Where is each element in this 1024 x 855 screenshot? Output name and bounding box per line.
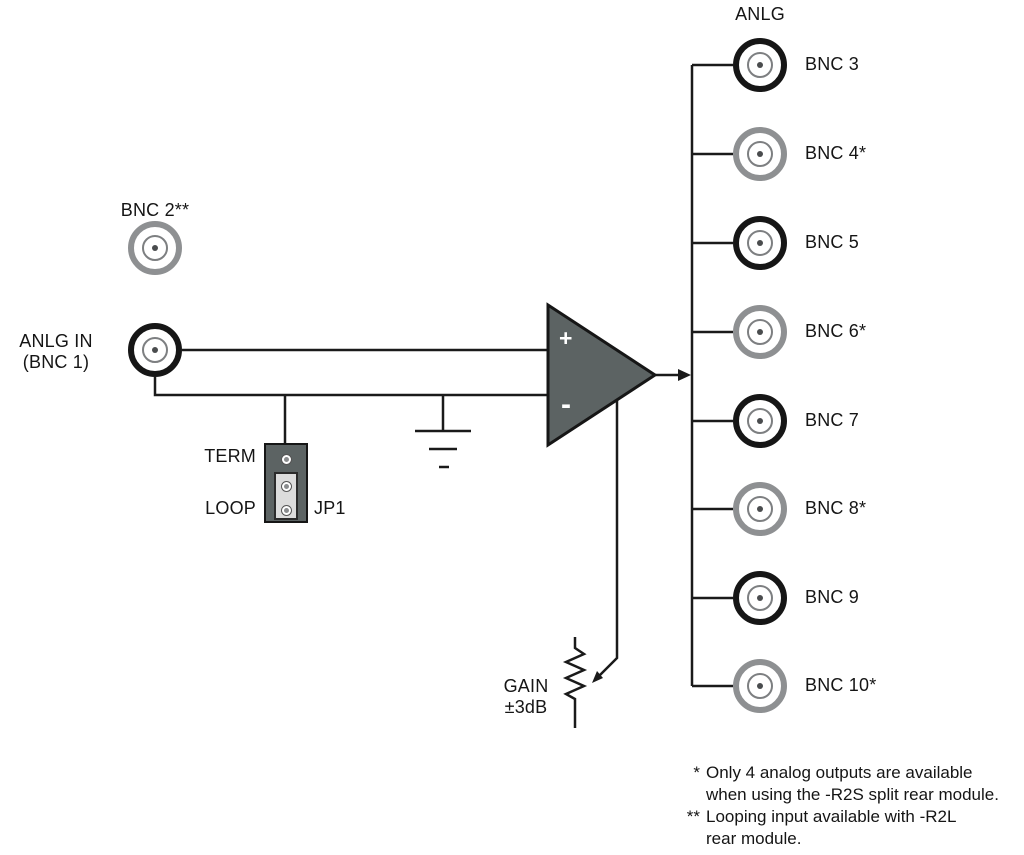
bnc-center-pin	[757, 683, 763, 689]
bnc8-label: BNC 8*	[805, 498, 867, 518]
bnc-center-pin	[757, 329, 763, 335]
bnc-center-pin	[757, 62, 763, 68]
bnc9-label: BNC 9	[805, 587, 860, 607]
jumper-pin-mid	[280, 481, 292, 492]
bnc-inner-ring	[747, 585, 773, 611]
jumper-name-label: JP1	[314, 498, 346, 518]
jumper-term-label: TERM	[204, 446, 256, 466]
footnote-marker: *	[693, 763, 700, 782]
bnc-inner-ring	[747, 496, 773, 522]
footnote-text: Looping input available with -R2L rear m…	[706, 807, 957, 848]
bnc3-connector	[733, 38, 787, 92]
bnc5-label: BNC 5	[805, 232, 860, 252]
anlg-in-label: ANLG IN (BNC 1)	[19, 331, 93, 372]
wire-gain-control	[599, 377, 619, 676]
footnote-r2s: * Only 4 analog outputs are available wh…	[676, 762, 1024, 806]
bnc-inner-ring	[142, 235, 168, 261]
bnc6-label: BNC 6*	[805, 321, 867, 341]
gain-label: GAIN ±3dB	[503, 676, 549, 717]
footnote-text: Only 4 analog outputs are available when…	[706, 763, 999, 804]
bnc-inner-ring	[747, 319, 773, 345]
bnc7-label: BNC 7	[805, 410, 860, 430]
bnc2-label: BNC 2**	[120, 200, 190, 220]
bnc-center-pin	[757, 418, 763, 424]
bnc-center-pin	[757, 595, 763, 601]
bnc-inner-ring	[747, 408, 773, 434]
footnote-r2l: ** Looping input available with -R2L rea…	[676, 806, 1024, 850]
bnc-inner-ring	[142, 337, 168, 363]
bnc1-connector	[128, 323, 182, 377]
bnc-center-pin	[757, 240, 763, 246]
bnc9-connector	[733, 571, 787, 625]
bnc-center-pin	[757, 506, 763, 512]
output-arrowhead	[678, 369, 691, 381]
wires-group	[153, 63, 733, 728]
bnc4-connector	[733, 127, 787, 181]
bnc-inner-ring	[747, 141, 773, 167]
footnote-marker: **	[686, 807, 700, 826]
bnc6-connector	[733, 305, 787, 359]
gain-potentiometer-symbol	[562, 637, 588, 728]
wire-input-minus	[153, 377, 548, 397]
bnc-center-pin	[152, 245, 158, 251]
bnc-inner-ring	[747, 52, 773, 78]
bnc-inner-ring	[747, 673, 773, 699]
amplifier-triangle	[546, 302, 658, 448]
jumper-jp1	[264, 443, 308, 523]
bnc10-connector	[733, 659, 787, 713]
bnc4-label: BNC 4*	[805, 143, 867, 163]
bnc3-label: BNC 3	[805, 54, 860, 74]
footnotes: * Only 4 analog outputs are available wh…	[676, 762, 1024, 850]
amp-plus-sign: +	[559, 325, 573, 351]
bnc7-connector	[733, 394, 787, 448]
jumper-pin-loop	[280, 505, 292, 516]
bnc8-connector	[733, 482, 787, 536]
gain-arrowhead	[592, 671, 603, 683]
bnc2-connector	[128, 221, 182, 275]
bnc10-label: BNC 10*	[805, 675, 877, 695]
jumper-pin-term	[280, 454, 292, 465]
bnc-center-pin	[757, 151, 763, 157]
bnc-inner-ring	[747, 230, 773, 256]
bnc-center-pin	[152, 347, 158, 353]
anlg-output-group-label: ANLG	[735, 4, 785, 24]
bnc5-connector	[733, 216, 787, 270]
jumper-loop-label: LOOP	[205, 498, 256, 518]
amp-minus-sign: -	[561, 388, 571, 421]
